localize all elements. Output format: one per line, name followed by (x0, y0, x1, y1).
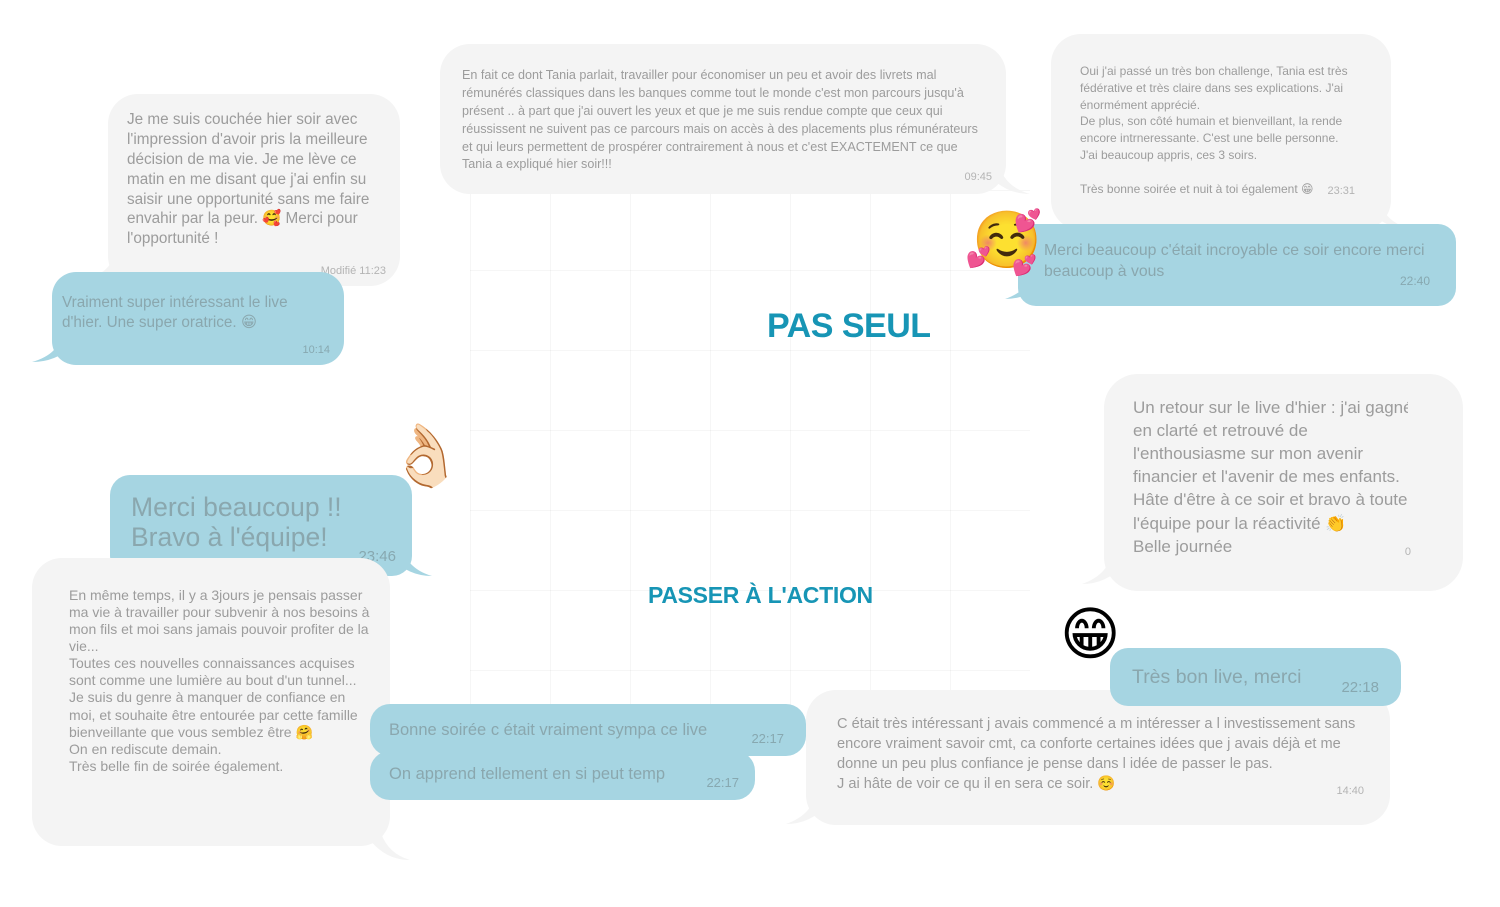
message-time: 14:40 (1336, 785, 1364, 798)
background-grid (470, 190, 1030, 750)
message-time: 10:14 (302, 343, 330, 356)
blush-emoji-icon: ☺️ (972, 208, 1042, 271)
message-text: C était très intéressant j avais commenc… (837, 716, 1356, 792)
message-time: 22:17 (706, 775, 739, 791)
message-time: 23:31 (1327, 184, 1355, 197)
message-bubble-5: Merci beaucoup c'était incroyable ce soi… (1018, 224, 1456, 306)
message-text: Bonne soirée c était vraiment sympa ce l… (389, 721, 708, 739)
heading-pas-seul: PAS SEUL (767, 307, 931, 345)
message-text: Je me suis couchée hier soir avec l'impr… (127, 111, 370, 248)
hearts-icon: 💕 (966, 247, 991, 269)
message-text: On apprend tellement en si peut temp (389, 765, 666, 783)
message-time: 22:40 (1399, 274, 1430, 289)
heading-passer-action: PASSER À L'ACTION (648, 582, 873, 608)
message-bubble-2: Vraiment super intéressant le live d'hie… (52, 272, 344, 365)
message-text: Très bon live, merci (1132, 666, 1302, 688)
message-bubble-10: On apprend tellement en si peut temp 22:… (370, 751, 755, 800)
message-text: Merci beaucoup c'était incroyable ce soi… (1044, 242, 1425, 280)
message-bubble-4: Oui j'ai passé un très bon challenge, Ta… (1051, 34, 1391, 230)
message-text: Un retour sur le live d'hier : j'ai gagn… (1133, 398, 1408, 556)
message-bubble-6: Un retour sur le live d'hier : j'ai gagn… (1104, 374, 1463, 591)
hearts-icon: 💕 (1014, 208, 1042, 233)
message-time: 09:45 (964, 171, 992, 184)
message-bubble-11: Très bon live, merci 22:18 (1110, 648, 1401, 706)
message-text: En même temps, il y a 3jours je pensais … (69, 587, 370, 774)
hearts-icon: 💕 (1012, 255, 1037, 277)
message-time: 22:18 (1341, 678, 1379, 696)
message-time: Modifié 11:23 (320, 264, 386, 277)
message-bubble-9: Bonne soirée c était vraiment sympa ce l… (370, 704, 806, 756)
message-text: Merci beaucoup !! Bravo à l'équipe! (131, 492, 342, 552)
grin-emoji-icon: 😁 (1060, 602, 1121, 667)
message-time: 0 (1404, 546, 1411, 559)
message-bubble-12: C était très intéressant j avais commenc… (806, 690, 1390, 825)
message-text: Vraiment super intéressant le live d'hie… (62, 294, 288, 331)
message-bubble-1: Je me suis couchée hier soir avec l'impr… (108, 94, 400, 286)
message-text: En fait ce dont Tania parlait, travaille… (462, 68, 978, 172)
message-bubble-3: En fait ce dont Tania parlait, travaille… (440, 44, 1006, 194)
message-text: Oui j'ai passé un très bon challenge, Ta… (1080, 64, 1348, 196)
message-time: 22:17 (751, 731, 784, 747)
message-bubble-8: En même temps, il y a 3jours je pensais … (32, 558, 390, 846)
